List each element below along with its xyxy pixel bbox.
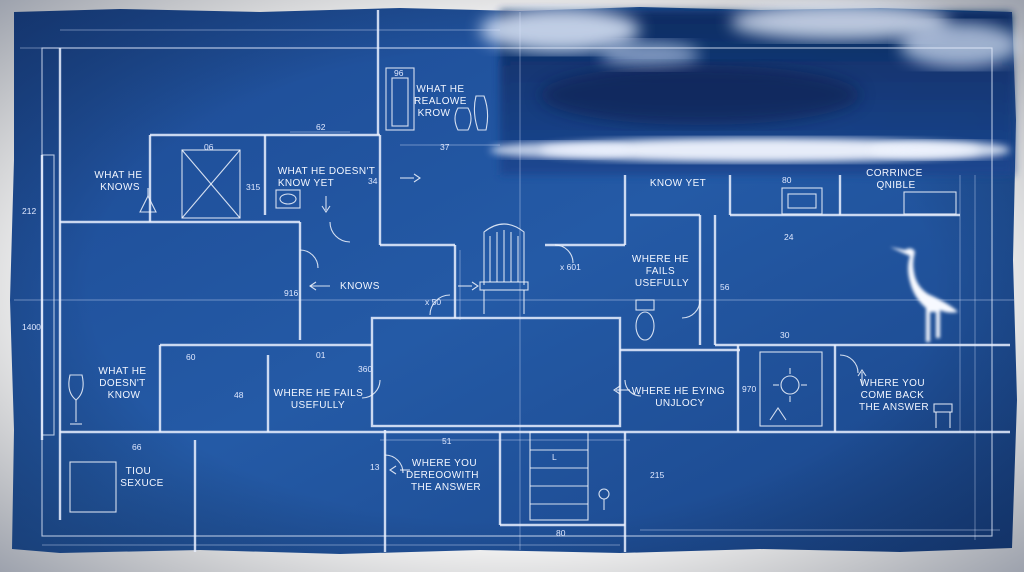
label-know-yet-right: KNOW YET — [650, 178, 706, 189]
label-where-he-fails-usefully-right: WHERE HE FAILS USEFULLY — [632, 254, 692, 289]
dim-34: 34 — [368, 176, 378, 186]
dim-13: 13 — [370, 462, 380, 472]
lamp-icon — [598, 488, 610, 510]
dim-215: 215 — [650, 470, 664, 480]
small-chair-icon — [933, 403, 953, 428]
dim-212: 212 — [22, 206, 36, 216]
label-where-you-come-back: WHERE YOU COME BACK THE ANSWER — [859, 378, 929, 413]
dim-48: 48 — [234, 390, 244, 400]
plant-icon — [139, 188, 157, 213]
dim-01: 01 — [316, 350, 326, 360]
sink-icon — [275, 189, 301, 209]
label-tiou-sexuce: TIOU SEXUCE — [120, 466, 164, 489]
dim-601: x 601 — [560, 262, 581, 272]
arrows — [309, 173, 867, 475]
label-what-he-realowe-know: WHAT HE REALOWE KROW — [414, 84, 470, 119]
dim-24: 24 — [784, 232, 794, 242]
dim-62: 62 — [316, 122, 326, 132]
label-where-you-dereoowith: WHERE YOU DEREOOWITH THE ANSWER — [406, 458, 482, 493]
construction-lines — [20, 29, 1000, 546]
dim-51: 51 — [442, 436, 452, 446]
dim-06: 06 — [204, 142, 214, 152]
door-swings — [299, 221, 859, 474]
stairs-icon — [529, 431, 589, 521]
label-corrince-qnible: CORRINCE QNIBLE — [866, 168, 926, 191]
sofa-icon — [903, 191, 957, 215]
dim-970: 970 — [742, 384, 756, 394]
stove-icon — [781, 187, 823, 215]
dim-l: L — [552, 452, 557, 462]
dim-360: 360 — [358, 364, 372, 374]
chair-icon — [479, 223, 529, 314]
elevator-icon — [181, 149, 241, 219]
dim-56: 56 — [720, 282, 730, 292]
label-what-he-knows: WHAT HE KNOWS — [94, 170, 145, 193]
hatched-block-icon — [69, 461, 117, 513]
dimension-labels: 96 62 37 06 315 34 212 916 1400 x 601 x … — [22, 68, 794, 538]
dim-66: 66 — [132, 442, 142, 452]
toilet-icon — [635, 299, 655, 341]
room-labels: WHAT HE REALOWE KROW WHAT HE KNOWS WHAT … — [94, 84, 929, 493]
label-what-he-doesnt-know: WHAT HE DOESN'T KNOW — [98, 366, 149, 401]
dim-916: 916 — [284, 288, 298, 298]
label-where-he-eying-unjlocy: WHERE HE EYING UNJLOCY — [632, 386, 729, 409]
label-knows: KNOWS — [340, 281, 380, 292]
label-where-he-fails-usefully-center: WHERE HE FAILS USEFULLY — [274, 388, 367, 411]
dim-80a: 80 — [782, 175, 792, 185]
dim-37: 37 — [440, 142, 450, 152]
outer-walls — [40, 10, 1010, 552]
dim-315: 315 — [246, 182, 260, 192]
vase-icon — [454, 95, 489, 131]
dim-60: 60 — [186, 352, 196, 362]
dim-30: 30 — [780, 330, 790, 340]
label-what-he-doesnt-know-yet: WHAT HE DOESN'T KNOW YET — [278, 166, 379, 189]
dim-80b: 80 — [556, 528, 566, 538]
sun-window-icon — [759, 351, 823, 427]
dim-96: 96 — [394, 68, 404, 78]
wine-glass-icon — [68, 374, 84, 425]
dim-50: x 50 — [425, 297, 441, 307]
dim-1400: 1400 — [22, 322, 41, 332]
heron-icon — [890, 247, 958, 342]
cloudy-sky — [480, 4, 1020, 175]
window-frame-icon — [385, 67, 415, 131]
